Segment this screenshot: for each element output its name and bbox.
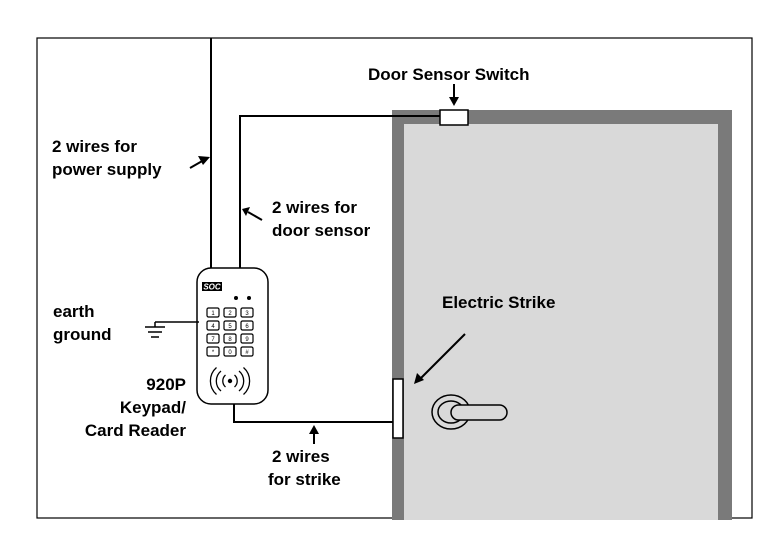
keypad-label-line1: 920P: [146, 375, 186, 394]
keypad-key: [240, 333, 254, 344]
keypad-key-label: 6: [245, 324, 249, 330]
strike-wires-label-line2: for strike: [268, 470, 341, 489]
keypad-label-line3: Card Reader: [85, 421, 186, 440]
keypad-key: [223, 307, 237, 318]
keypad-key-label: 1: [211, 311, 215, 317]
keypad-key: [206, 320, 220, 331]
door-panel: [404, 124, 718, 520]
keypad-keys: 1 2 3 4 5 6 7 8 9 * 0 #: [206, 307, 254, 357]
led-indicator: [234, 296, 238, 300]
keypad-key-label: 5: [228, 324, 232, 330]
door-sensor-switch-label: Door Sensor Switch: [368, 65, 530, 84]
keypad-key: [206, 346, 220, 357]
keypad-key-label: 9: [245, 337, 249, 343]
earth-ground-label-line2: ground: [53, 325, 112, 344]
keypad-key: [206, 307, 220, 318]
arrow-icon: [242, 207, 263, 221]
door-handle: [431, 394, 508, 430]
keypad-key: [240, 346, 254, 357]
electric-strike: [392, 378, 404, 439]
arrow-icon: [189, 156, 210, 169]
keypad-key-label: 3: [245, 311, 249, 317]
rfid-icon: [209, 367, 251, 395]
power-supply-label-line2: power supply: [52, 160, 162, 179]
keypad-key-label: 7: [211, 337, 215, 343]
door-sensor-label-line1: 2 wires for: [272, 198, 357, 217]
led-indicator: [247, 296, 251, 300]
keypad-key-label: *: [212, 350, 215, 356]
strike-wire: [233, 400, 394, 423]
keypad-key: [223, 320, 237, 331]
keypad-key: [240, 320, 254, 331]
arrow-icon: [414, 333, 466, 384]
keypad-key-label: 0: [228, 350, 232, 356]
keypad-device: SOC 1 2 3 4 5 6 7 8 9 * 0 #: [196, 267, 269, 405]
brand-badge: [202, 282, 222, 291]
arrow-icon: [449, 84, 459, 106]
earth-ground-icon: [145, 321, 199, 338]
keypad-key: [240, 307, 254, 318]
electric-strike-label: Electric Strike: [442, 293, 555, 312]
keypad-key: [223, 333, 237, 344]
keypad-key-label: 8: [228, 337, 232, 343]
keypad-key-label: #: [245, 350, 249, 356]
power-supply-label-line1: 2 wires for: [52, 137, 137, 156]
door-sensor-wire: [239, 115, 440, 270]
keypad-key-label: 4: [211, 324, 215, 330]
keypad-label-line2: Keypad/: [120, 398, 186, 417]
door-sensor-switch: [439, 109, 469, 126]
keypad-key-label: 2: [228, 311, 232, 317]
arrow-icon: [309, 425, 319, 444]
brand-label: SOC: [203, 283, 221, 292]
earth-ground-label-line1: earth: [53, 302, 95, 321]
strike-wires-label-line1: 2 wires: [272, 447, 330, 466]
keypad-key: [223, 346, 237, 357]
keypad-key: [206, 333, 220, 344]
door-sensor-label-line2: door sensor: [272, 221, 371, 240]
